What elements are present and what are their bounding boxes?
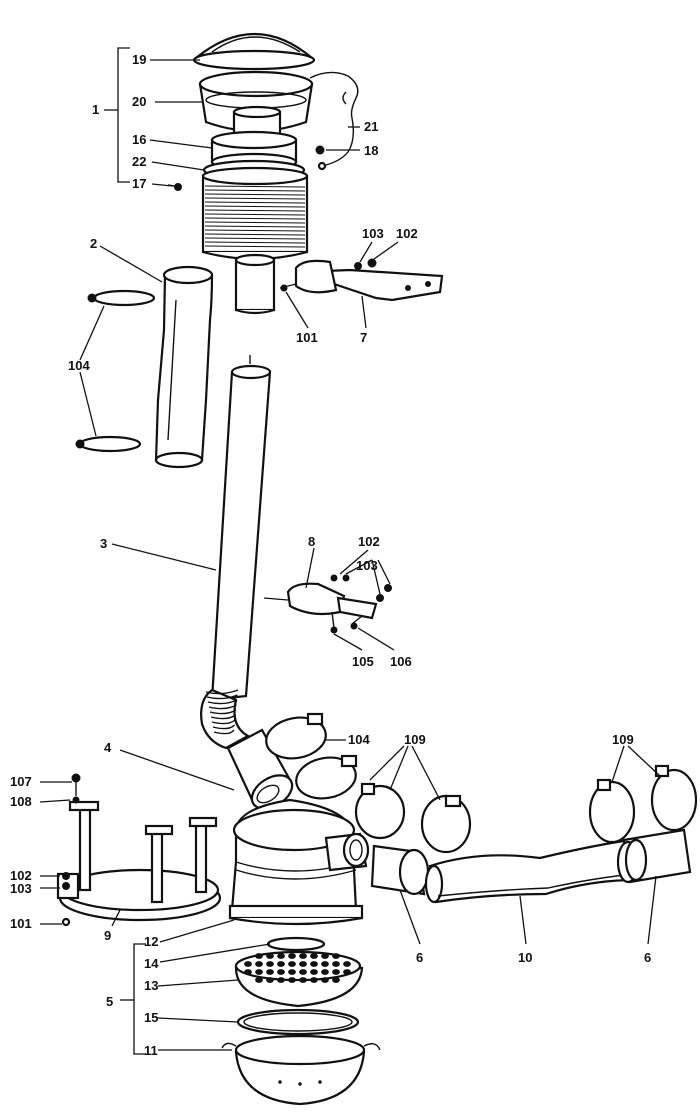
label-103-mid: 103: [356, 558, 378, 573]
label-16: 16: [132, 132, 146, 147]
label-6-left: 6: [416, 950, 423, 965]
label-12: 12: [144, 934, 158, 949]
label-105: 105: [352, 654, 374, 669]
filter-cartridge: [201, 166, 309, 315]
part-17-screw: [167, 183, 182, 191]
part-8-clamp-bracket: [286, 574, 392, 634]
label-106: 106: [390, 654, 412, 669]
part-109-hose-clamp-a: [295, 754, 358, 800]
label-103-top: 103: [362, 226, 384, 241]
label-102-left: 102: [10, 868, 32, 883]
part-19-dome-cap: [192, 32, 316, 71]
label-17: 17: [132, 176, 146, 191]
main-filter-housing: [228, 798, 370, 926]
label-4: 4: [104, 740, 112, 755]
part-18-nut: [315, 145, 325, 155]
part-14-gasket: [266, 936, 326, 952]
part-7-mounting-bracket: [279, 259, 444, 302]
part-number-labels: 19 1 20 21 16 18 22 17 2 103 102 104 101…: [10, 52, 651, 1058]
label-7: 7: [360, 330, 367, 345]
part-109-hose-clamp-c: [420, 794, 472, 854]
leader-lines: [39, 47, 661, 1055]
part-21-wire-clip: [309, 71, 359, 171]
label-21: 21: [364, 119, 378, 134]
part-109-hose-clamp-e: [650, 764, 698, 832]
label-103-left: 103: [10, 881, 32, 896]
part-11-dust-bowl: [221, 1034, 381, 1106]
label-13: 13: [144, 978, 158, 993]
label-104-right: 104: [348, 732, 370, 747]
label-101-left: 101: [10, 916, 32, 931]
label-102-top: 102: [396, 226, 418, 241]
part-9-mounting-stand: [56, 773, 222, 927]
part-2-short-hose: [154, 265, 214, 469]
label-109-mid: 109: [404, 732, 426, 747]
part-13-perforated-disk: [234, 950, 364, 1008]
part-104-hose-clamp-lower: [75, 435, 142, 453]
part-109-hose-clamp-d: [588, 778, 636, 844]
part-102-nut-top: [367, 258, 377, 268]
part-104-hose-clamp-upper: [87, 289, 156, 307]
label-9: 9: [104, 928, 111, 943]
label-8: 8: [308, 534, 315, 549]
label-14: 14: [144, 956, 159, 971]
label-5: 5: [106, 994, 113, 1009]
label-104-left: 104: [68, 358, 90, 373]
label-18: 18: [364, 143, 378, 158]
label-109-right: 109: [612, 732, 634, 747]
part-10-outlet-pipe: [424, 838, 638, 904]
label-22: 22: [132, 154, 146, 169]
label-6-right: 6: [644, 950, 651, 965]
part-103-washer-top: [354, 262, 362, 270]
label-1: 1: [92, 102, 99, 117]
part-20-cyclone-bowl: [198, 70, 314, 138]
label-15: 15: [144, 1010, 158, 1025]
label-102-mid: 102: [358, 534, 380, 549]
label-108: 108: [10, 794, 32, 809]
part-3-intake-tube: [200, 355, 272, 750]
part-109-hose-clamp-b: [354, 782, 406, 840]
part-6-hose-sleeve-left: [370, 844, 430, 896]
label-10: 10: [518, 950, 532, 965]
label-2: 2: [90, 236, 97, 251]
label-107: 107: [10, 774, 32, 789]
label-101-top: 101: [296, 330, 318, 345]
label-19: 19: [132, 52, 146, 67]
label-20: 20: [132, 94, 146, 109]
label-3: 3: [100, 536, 107, 551]
label-11: 11: [144, 1043, 158, 1058]
part-6-hose-sleeve-right: [616, 828, 692, 884]
part-104-hose-clamp-right: [265, 712, 327, 760]
